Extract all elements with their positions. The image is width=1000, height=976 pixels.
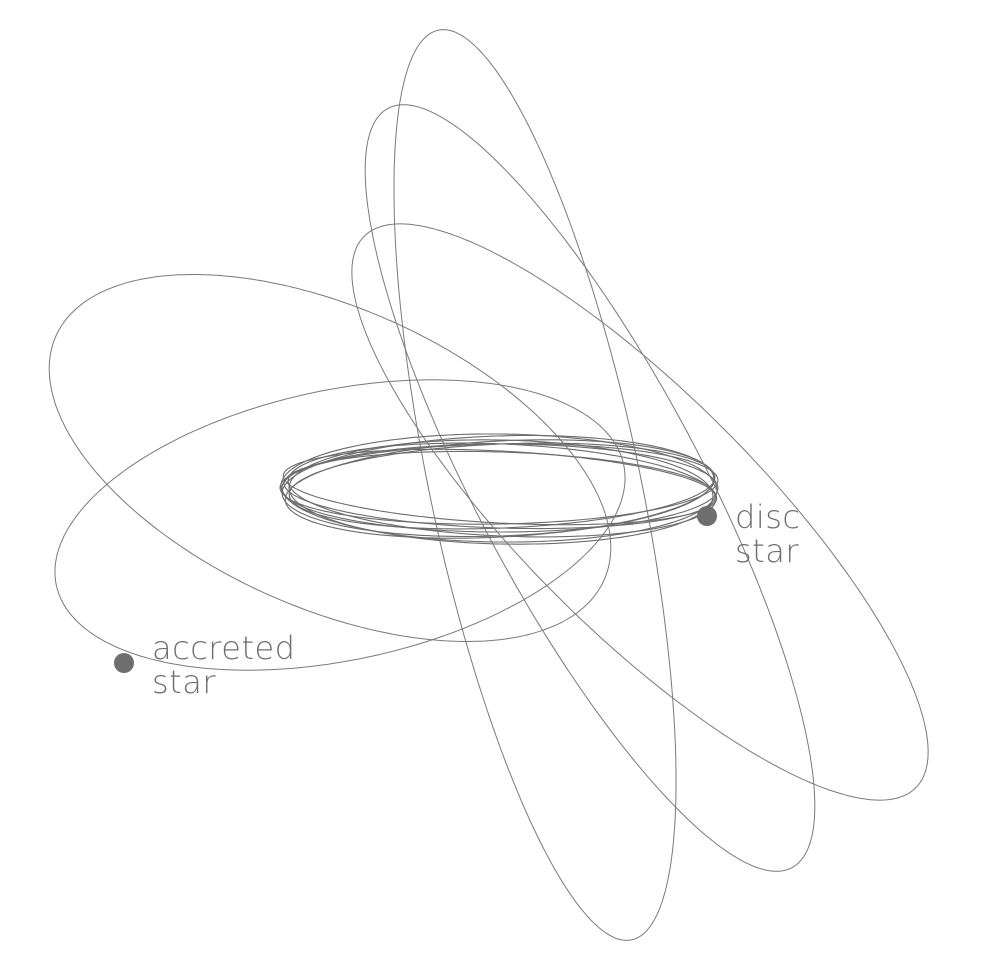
disc-orbit-loop <box>283 450 717 530</box>
disc-orbit-loop <box>288 442 716 530</box>
accreted-orbit-loop <box>364 104 816 872</box>
accreted-orbit-loop <box>54 379 626 671</box>
accreted-orbit-loop <box>48 274 612 642</box>
disc-star-label: disc star <box>735 500 800 568</box>
accreted-star-label-line1: accreted <box>152 629 296 667</box>
accreted-star-label: accreted star <box>152 631 295 699</box>
disc-orbit-loop <box>280 433 718 543</box>
accreted-star-label-line2: star <box>152 663 216 701</box>
disc-orbit-loop <box>279 443 719 525</box>
accreted-star-orbit <box>48 29 929 941</box>
accreted-star-marker <box>114 653 134 673</box>
disc-orbit-loop <box>288 439 714 545</box>
disc-star-label-line2: star <box>735 532 799 570</box>
disc-star-label-line1: disc <box>735 498 801 536</box>
disc-star-marker <box>697 506 717 526</box>
disc-orbit-loop <box>282 448 718 526</box>
accreted-orbit-loop <box>393 29 677 941</box>
disc-star-orbit <box>279 433 719 545</box>
accreted-orbit-loop <box>351 223 929 801</box>
disc-orbit-loop <box>287 442 717 538</box>
